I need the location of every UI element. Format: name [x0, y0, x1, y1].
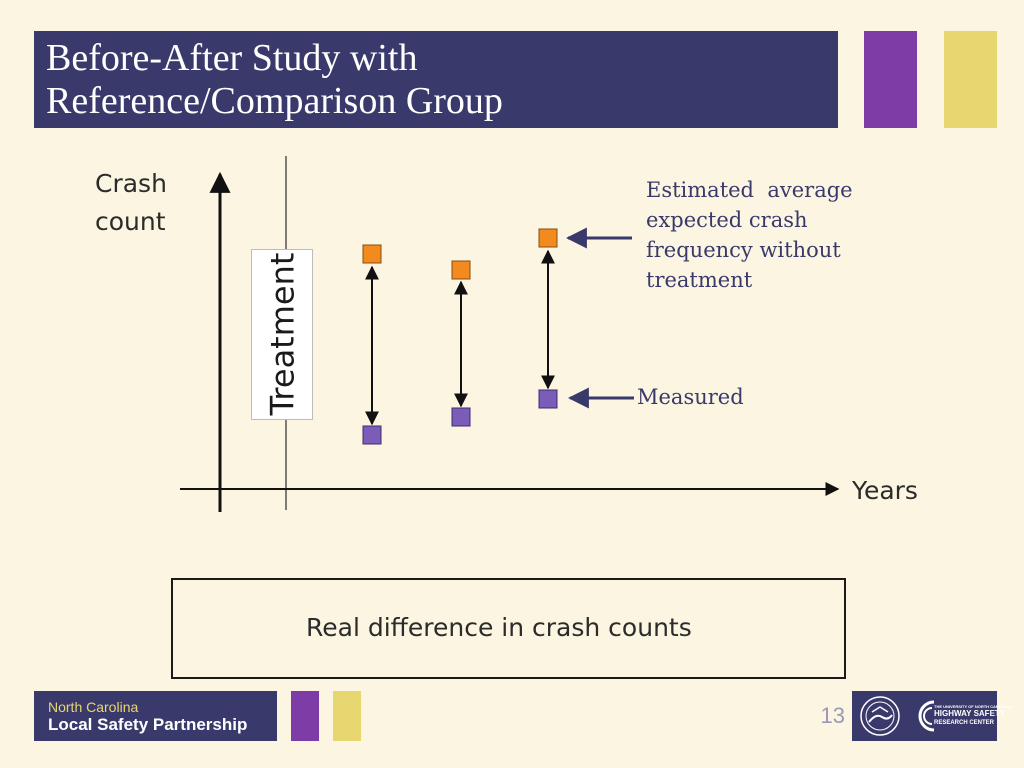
y-axis-label: Crash count: [95, 165, 167, 241]
legend-text: Real difference in crash counts: [306, 613, 692, 642]
estimated-annotation-line-4: treatment: [646, 268, 753, 292]
x-axis-label: Years: [852, 476, 918, 505]
state-seal-icon: [860, 696, 900, 736]
hsrc-logo-text: THE UNIVERSITY OF NORTH CAROLINA HIGHWAY…: [934, 704, 1012, 727]
title-bar: Before-After Study with Reference/Compar…: [34, 31, 838, 128]
estimated-marker-1: [362, 244, 382, 264]
estimated-annotation-line-1: Estimated average: [646, 178, 853, 202]
hsrc-swoosh-icon: [918, 700, 935, 732]
accent-purple-block: [864, 31, 917, 128]
hsrc-line-1: THE UNIVERSITY OF NORTH CAROLINA: [934, 704, 1012, 709]
treatment-box: [251, 249, 313, 420]
slide-title-line-2: Reference/Comparison Group: [46, 80, 503, 122]
estimated-annotation-line-3: frequency without: [646, 238, 841, 262]
footer-brand: North Carolina Local Safety Partnership: [34, 691, 277, 741]
footer-accent-purple: [291, 691, 319, 741]
legend-box: [171, 578, 846, 679]
page-number: 13: [820, 703, 845, 728]
measured-marker-2: [451, 407, 471, 427]
hsrc-line-3: RESEARCH CENTER: [934, 720, 995, 726]
estimated-marker-2: [451, 260, 471, 280]
y-axis-label-line-1: Crash: [95, 169, 167, 198]
treatment-label: Treatment: [262, 252, 301, 416]
accent-yellow-block: [944, 31, 997, 128]
footer-accent-yellow: [333, 691, 361, 741]
estimated-marker-3: [538, 228, 558, 248]
estimated-annotation: Estimated average expected crash frequen…: [646, 175, 853, 295]
footer-logos: THE UNIVERSITY OF NORTH CAROLINA HIGHWAY…: [852, 691, 1012, 741]
measured-annotation: Measured: [637, 385, 744, 409]
hsrc-line-2: HIGHWAY SAFETY: [934, 709, 1006, 718]
treatment-label-wrap: Treatment: [197, 253, 367, 416]
measured-marker-1: [362, 425, 382, 445]
estimated-annotation-line-2: expected crash: [646, 208, 808, 232]
brand-line-2: Local Safety Partnership: [48, 715, 248, 734]
brand-line-1: North Carolina: [48, 699, 139, 715]
measured-marker-3: [538, 389, 558, 409]
y-axis-label-line-2: count: [95, 207, 166, 236]
slide-title-line-1: Before-After Study with: [46, 37, 418, 79]
